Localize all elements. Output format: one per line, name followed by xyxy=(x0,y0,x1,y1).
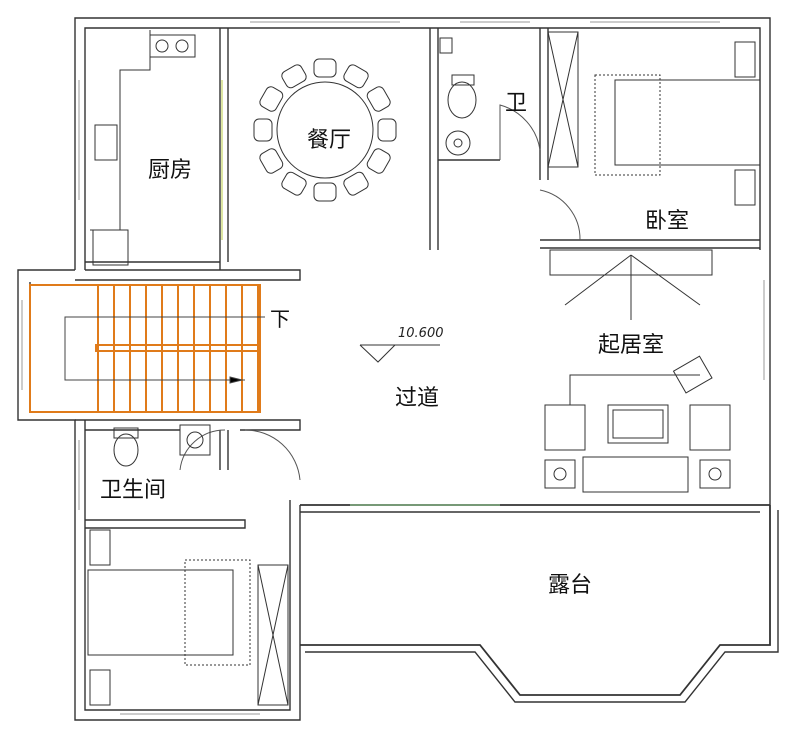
room-label-bedroom: 卧室 xyxy=(645,209,690,234)
dining-chair xyxy=(259,86,284,112)
doors xyxy=(179,104,581,481)
room-label-terrace: 露台 xyxy=(548,573,593,598)
dining-chair xyxy=(343,171,369,196)
dining-chair xyxy=(313,182,337,202)
bath-fixtures xyxy=(113,37,477,467)
bedroom-furniture xyxy=(87,31,761,706)
stair-arrow xyxy=(64,316,265,384)
room-label-dining: 餐厅 xyxy=(307,128,352,153)
room-label-kitchen: 厨房 xyxy=(148,158,193,183)
room-label-bath-small: 卫 xyxy=(505,91,528,116)
dining-chair xyxy=(313,58,337,78)
walls xyxy=(17,17,779,721)
dining-chair xyxy=(377,118,397,142)
dining-chair xyxy=(281,171,307,196)
room-label-bathroom: 卫生间 xyxy=(100,478,167,503)
windows xyxy=(21,21,765,715)
dining-chair xyxy=(343,64,369,89)
dining-chair xyxy=(259,148,284,174)
dining-table-top xyxy=(276,81,374,179)
room-label-living: 起居室 xyxy=(598,333,665,358)
dining-chair xyxy=(253,118,273,142)
elevation-marker xyxy=(359,344,440,363)
living-furniture xyxy=(544,249,731,493)
dining-chair xyxy=(366,86,391,112)
room-label-corridor: 过道 xyxy=(395,386,440,411)
elevation-label: 10.600 xyxy=(398,326,444,341)
dining-table xyxy=(253,58,397,202)
dining-chair xyxy=(366,148,391,174)
stair-down-label: 下 xyxy=(270,307,290,331)
dining-chair xyxy=(281,64,307,89)
stair xyxy=(29,284,261,413)
kitchen-fixtures xyxy=(90,30,196,266)
